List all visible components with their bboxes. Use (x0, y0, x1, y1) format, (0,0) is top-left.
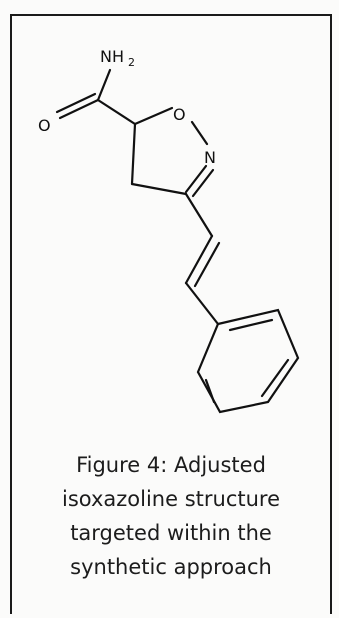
bond-o-n (190, 120, 209, 146)
bond-c5-o (133, 106, 174, 126)
phenyl-ring (196, 308, 300, 414)
bond-vinyl-double-2 (193, 241, 221, 288)
phenyl-double-2 (260, 358, 290, 398)
caption-line-1: Figure 4: Adjusted (76, 453, 266, 477)
frame-border-right (330, 14, 332, 614)
atom-carbonyl-oxygen: O (38, 116, 51, 135)
bond-n-c3-1 (184, 164, 208, 194)
atom-ring-oxygen: O (173, 105, 186, 124)
bond-c4-c5 (130, 122, 137, 186)
atom-amide-nitrogen: NH (100, 47, 124, 66)
frame-border-top (10, 14, 332, 16)
isoxazoline-structure-diagram: NH 2 O O N (38, 47, 300, 414)
bond-amide-c-n (96, 68, 112, 102)
frame-border-left (10, 14, 12, 614)
bond-amide-c-c5 (96, 98, 137, 126)
bond-c3-c4 (130, 182, 188, 196)
bond-vinyl-double-1 (184, 234, 214, 285)
caption-line-4: synthetic approach (70, 555, 272, 579)
bond-carbonyl-1 (58, 98, 100, 120)
phenyl-double-1 (228, 318, 274, 332)
caption-line-3: targeted within the (70, 521, 272, 545)
caption-line-2: isoxazoline structure (61, 487, 281, 511)
bond-n-c3-2 (191, 168, 215, 198)
figure-caption: Figure 4: Adjusted isoxazoline structure… (12, 448, 330, 584)
bonds (55, 68, 300, 414)
bond-c3-vinyl (184, 192, 214, 238)
bond-vinyl-phenyl (184, 281, 220, 326)
phenyl-double-3 (204, 378, 216, 404)
atom-amide-nitrogen-subscript: 2 (128, 56, 135, 69)
bond-carbonyl-2 (55, 92, 97, 114)
atom-ring-nitrogen: N (204, 148, 216, 167)
